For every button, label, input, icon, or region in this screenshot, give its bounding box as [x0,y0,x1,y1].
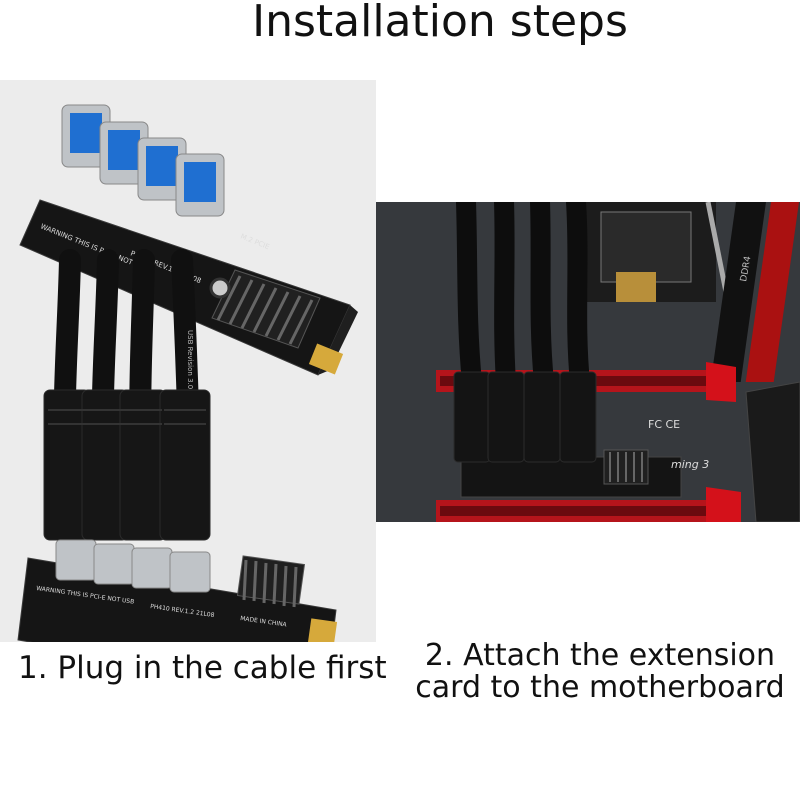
heatsink-bottom [236,555,306,608]
step2-caption: 2. Attach the extension card to the moth… [400,640,800,704]
step2-illustration: DDR4 [376,202,800,522]
heatsink-top [211,269,321,349]
m2-card-bottom: WARNING THIS IS PCI-E NOT USB PH410 REV.… [17,539,338,642]
board-m2-text: M.2 PCIE [239,232,270,251]
ram-slots: DDR4 [710,202,799,382]
cpu-socket [586,202,729,302]
usb-cables: USB Revision 3.0 [43,249,211,541]
step1-caption: 1. Plug in the cable first [18,650,387,686]
step1-illustration: WARNING THIS IS PCI-E NOT USB PH410 REV.… [17,104,358,642]
pcie-slot-bottom [436,487,741,522]
mobo-brand-text: ming 3 [671,458,709,471]
step2-caption-line1: 2. Attach the extension [424,638,776,673]
step1-photo: WARNING THIS IS PCI-E NOT USB PH410 REV.… [0,80,376,642]
usb-ports-top [61,104,225,217]
fc-marks-text: FC CE [648,418,680,431]
cables-installed [453,202,597,463]
ram-ddr-text: DDR4 [739,255,753,282]
page-title: Installation steps [252,0,628,47]
step2-photo: DDR4 [376,202,800,522]
cable-print-text: USB Revision 3.0 [186,330,194,389]
step2-caption-line2: card to the motherboard [415,670,785,705]
installed-card [460,449,682,498]
